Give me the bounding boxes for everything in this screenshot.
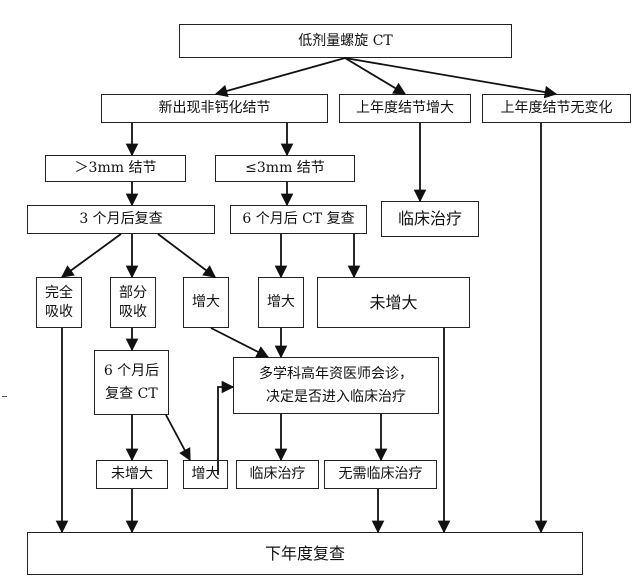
node-enlarged-c: 增大 [183, 460, 228, 489]
arrow-root-to-grew [344, 57, 407, 95]
node-not-enlarged-top: 未增大 [317, 277, 470, 328]
node-enlarged-a: 增大 [183, 277, 229, 328]
node-nodule-grew-last-year: 上年度结节增大 [339, 94, 471, 123]
arrow-enlarged-a-to-mdt [210, 327, 270, 358]
arrow-root-to-new [214, 57, 346, 98]
node-partly-absorbed: 部分 吸收 [110, 277, 156, 328]
node-recheck-ct-after-6-months: 6 个月后 复查 CT [94, 350, 169, 415]
node-mdt-consultation: 多学科高年资医师会诊， 决定是否进入临床治疗 [233, 357, 439, 414]
margin-tick [2, 396, 7, 398]
arrow-recheck-to-enlarged-c [165, 414, 191, 462]
node-fully-absorbed: 完全 吸收 [36, 277, 82, 328]
node-clinical-treatment-right: 临床治疗 [381, 201, 479, 237]
arrow-root-to-unchanged [344, 57, 558, 99]
node-no-clinical-treatment: 无需临床治疗 [324, 460, 437, 489]
node-new-noncalcified-nodule: 新出现非钙化结节 [101, 94, 328, 123]
node-recheck-3-months: 3 个月后复查 [27, 205, 215, 234]
arrow-3m-to-full [60, 233, 122, 278]
node-clinical-treatment-bottom: 临床治疗 [236, 460, 319, 489]
arrow-3m-to-enlarged-a [157, 233, 217, 278]
node-low-dose-spiral-ct: 低剂量螺旋 CT [179, 24, 512, 58]
arrow-enlarged-c-to-mdt [217, 380, 235, 475]
node-nodule-gt-3mm: ＞3mm 结节 [45, 155, 186, 182]
node-not-enlarged-bottom: 未增大 [96, 460, 168, 489]
node-recheck-ct-6-months: 6 个月后 CT 复查 [230, 205, 367, 234]
node-next-year-recheck: 下年度复查 [27, 532, 583, 575]
